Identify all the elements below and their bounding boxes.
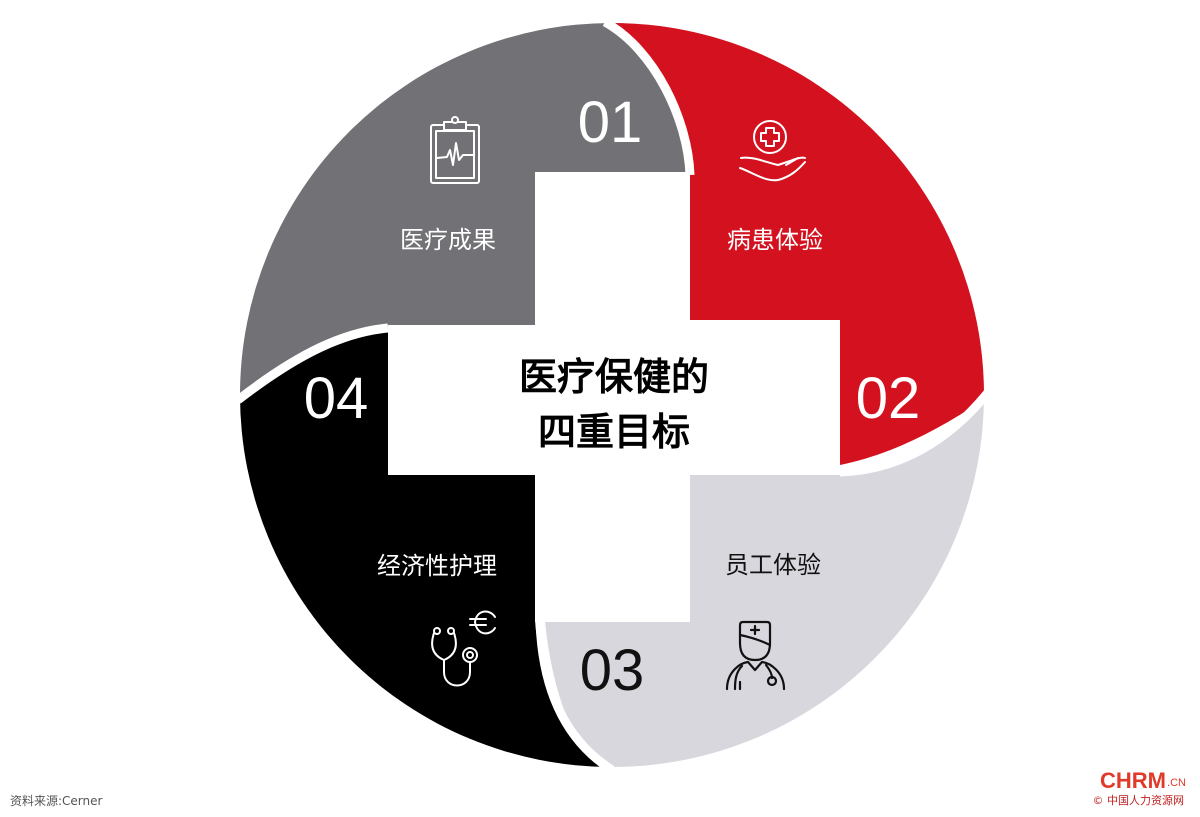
clipboard-heartbeat-icon bbox=[430, 116, 480, 184]
separator-02-03 bbox=[839, 387, 994, 477]
center-cross bbox=[388, 172, 840, 622]
segment-01-label: 医疗成果 bbox=[400, 226, 496, 254]
segment-02-number: 02 bbox=[856, 366, 921, 431]
center-title-line1: 医疗保健的 bbox=[519, 355, 709, 399]
chrm-logo: CHRM .CN © 中国人力资源网 bbox=[1056, 768, 1187, 812]
segment-03-number: 03 bbox=[580, 638, 645, 703]
segment-02-label: 病患体验 bbox=[727, 226, 823, 254]
hand-medical-cross-icon bbox=[739, 120, 806, 182]
segment-01-number: 01 bbox=[578, 90, 643, 155]
stethoscope-euro-icon bbox=[431, 610, 496, 687]
separator-01-02 bbox=[602, 18, 695, 176]
center-title-line2: 四重目标 bbox=[538, 410, 690, 454]
separator-03-04 bbox=[535, 619, 615, 774]
logo-sub-text: © 中国人力资源网 bbox=[1092, 794, 1185, 807]
logo-main-text: CHRM bbox=[1100, 768, 1166, 793]
segment-04-number: 04 bbox=[304, 366, 369, 431]
segment-04-label: 经济性护理 bbox=[377, 552, 497, 580]
separator-04-01 bbox=[235, 323, 389, 404]
doctor-icon bbox=[725, 620, 786, 691]
source-caption: 资料来源:Cerner bbox=[10, 794, 103, 808]
logo-suffix-text: .CN bbox=[1167, 777, 1186, 789]
segment-03-label: 员工体验 bbox=[725, 551, 821, 579]
